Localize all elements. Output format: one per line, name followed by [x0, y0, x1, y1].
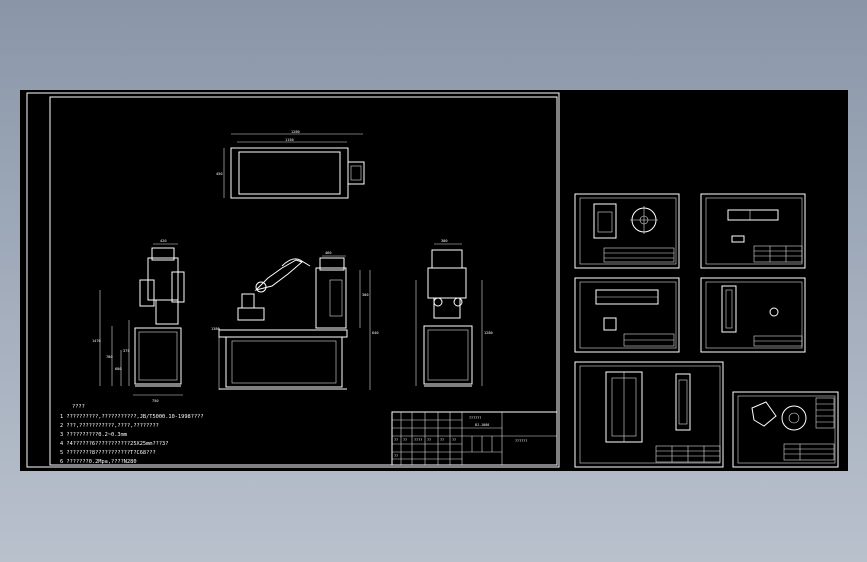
title-block-cell-2: ?? [403, 438, 407, 442]
dim-front-height: 1380 [211, 327, 220, 331]
note-line-5: 5 ????????8???????????T?C68??? [60, 450, 156, 456]
note-line-2: 2 ???,???????????,????,???????? [60, 423, 159, 429]
title-block-drawing-no: 8J-1000 [475, 423, 489, 427]
title-block-cell-5: ?? [440, 438, 444, 442]
note-line-3: 3 ??????????0.2~0.3mm [60, 432, 127, 438]
title-block-title: ?????? [515, 439, 527, 443]
part-sheet-5[interactable] [574, 361, 724, 468]
left-side-view: 420 750 1470 780 680 375 [92, 239, 185, 403]
dim-right-top: 300 [441, 239, 448, 243]
title-block-cell-4: ?? [427, 438, 431, 442]
dim-right-height: 1280 [484, 331, 493, 335]
title-block-cell-3: ???? [414, 438, 422, 442]
main-drawing-sheet [26, 92, 560, 468]
dim-top-overall: 1280 [291, 130, 300, 134]
dim-left-top: 420 [160, 239, 167, 243]
dim-left-h2: 780 [106, 355, 113, 359]
part-sheet-4[interactable] [700, 277, 806, 353]
right-side-view: 300 1280 [415, 239, 493, 387]
cad-viewport[interactable]: 1280 1150 450 420 750 1470 780 680 375 [20, 90, 848, 471]
part-sheet-3[interactable] [574, 277, 680, 353]
note-line-4: 4 ?4??????6???????????25X25mm???3? [60, 441, 168, 447]
title-block-cell-6: ?? [452, 438, 456, 442]
note-line-6: 6 ???????0.2Mpa,????N280 [60, 459, 137, 465]
cad-drawing-canvas: 1280 1150 450 420 750 1470 780 680 375 [26, 92, 839, 468]
title-block-cell-1: ?? [394, 438, 398, 442]
dim-left-width: 750 [152, 399, 159, 403]
title-block-company: ?????? [469, 416, 481, 420]
dim-front-right-h: 300 [362, 293, 369, 297]
part-sheet-2[interactable] [700, 193, 806, 269]
technical-notes: ???? 1 ??????????,???????????,JB/T5000.1… [60, 404, 204, 465]
top-view: 1280 1150 450 [216, 130, 365, 199]
dim-left-h4: 375 [123, 349, 130, 353]
notes-heading: ???? [72, 404, 85, 410]
dim-top-inner: 1150 [285, 138, 294, 142]
title-block: ?????? 8J-1000 ?????? ?? ?? ???? ?? ?? ?… [391, 411, 558, 466]
title-block-cell-7: ?? [394, 454, 398, 458]
part-sheet-1[interactable] [574, 193, 680, 269]
dim-left-height: 1470 [92, 339, 101, 343]
part-sheet-6[interactable] [732, 391, 839, 468]
front-view: 1380 460 300 640 [211, 251, 379, 390]
note-line-1: 1 ??????????,???????????,JB/T5000.10-199… [60, 414, 204, 420]
dim-front-top: 460 [325, 251, 332, 255]
dim-top-height: 450 [216, 172, 223, 176]
dim-left-h3: 680 [115, 367, 122, 371]
dim-front-right-h2: 640 [372, 331, 379, 335]
